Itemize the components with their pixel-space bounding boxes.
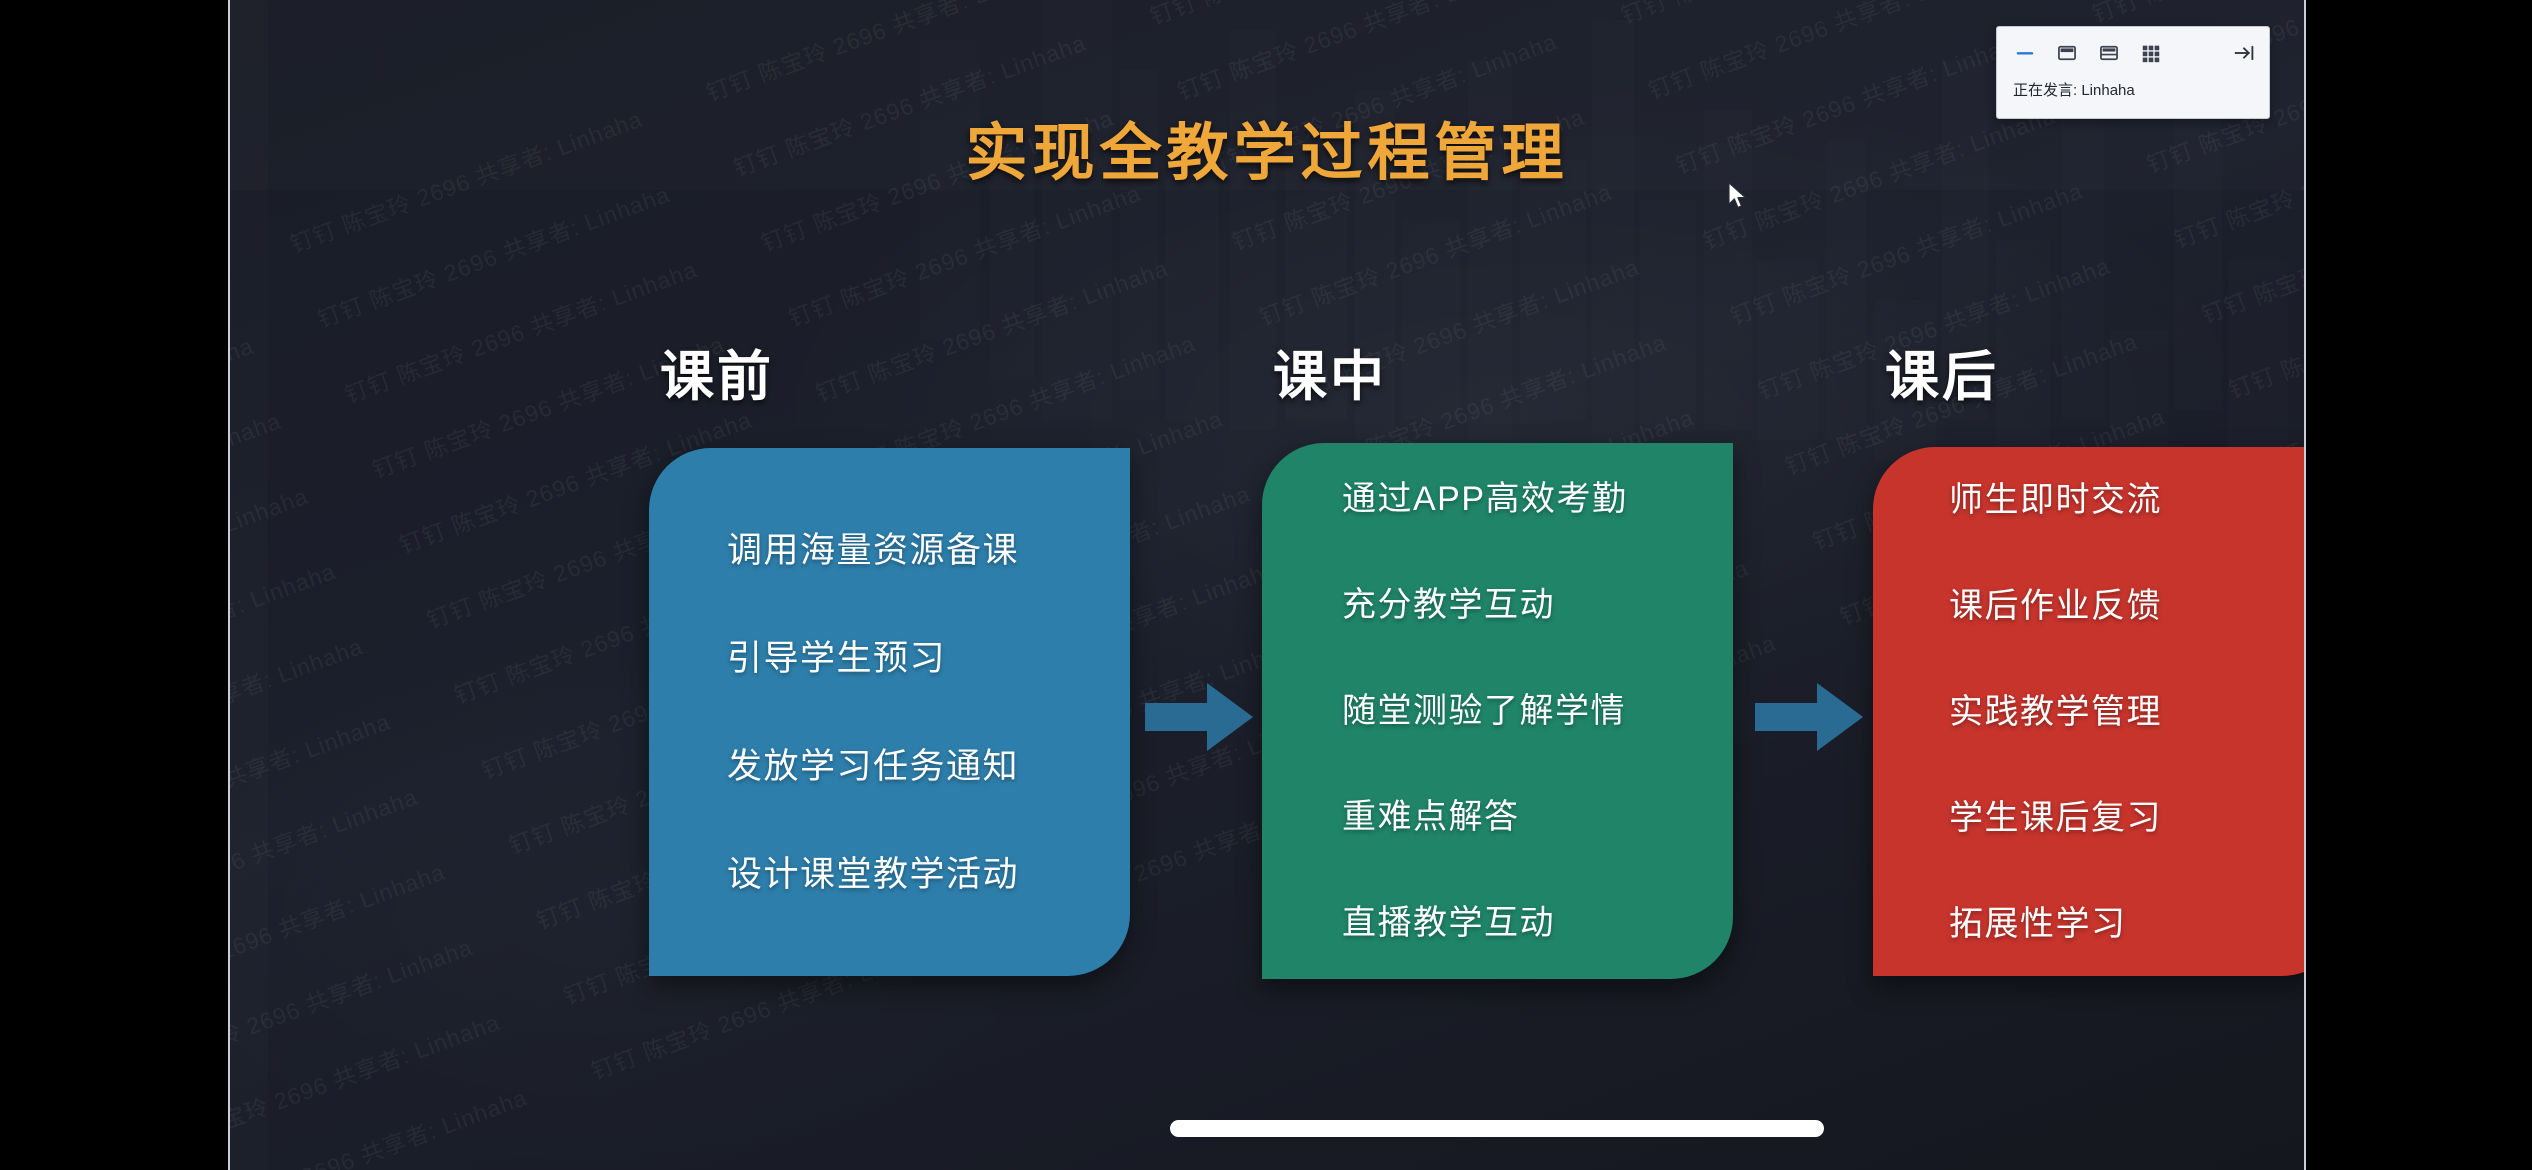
split-view-icon[interactable] [2097,41,2121,65]
shared-slide-stage: 钉钉 陈宝玲 2696 共享者: Linhaha钉钉 陈宝玲 2696 共享者:… [228,0,2306,1170]
stage-item: 引导学生预习 [727,638,947,678]
stage-item: 调用海量资源备课 [727,530,1020,570]
stage-item: 设计课堂教学活动 [727,854,1020,894]
stage-item: 拓展性学习 [1949,904,2127,943]
stage-item: 通过APP高效考勤 [1342,480,1628,518]
stage-item: 师生即时交流 [1949,480,2162,519]
stage-card-in-class: 通过APP高效考勤 充分教学互动 随堂测验了解学情 重难点解答 直播教学互动 [1262,443,1733,979]
stage-item: 随堂测验了解学情 [1342,692,1626,730]
flow-arrow-icon [1755,683,1863,751]
stage-item: 重难点解答 [1342,798,1520,836]
slide-horizontal-scrollbar[interactable] [1170,1120,1824,1137]
stage-card-pre-class: 调用海量资源备课 引导学生预习 发放学习任务通知 设计课堂教学活动 [649,448,1130,976]
single-view-icon[interactable] [2055,41,2079,65]
stage-item: 实践教学管理 [1949,692,2162,731]
flow-arrow-icon [1145,683,1253,751]
minimize-icon[interactable] [2013,41,2037,65]
stage-item: 学生课后复习 [1949,798,2162,837]
stage-heading-in-class: 课中 [1273,347,1387,407]
slide-content: 实现全教学过程管理 课前 课中 课后 调用海量资源备课 引导学生预习 发放学习任… [230,0,2304,1170]
stage-item: 充分教学互动 [1342,586,1555,624]
page-title: 实现全教学过程管理 [965,119,1569,188]
meeting-floating-panel[interactable]: 正在发言: Linhaha [1996,26,2270,119]
stage-card-after-class: 师生即时交流 课后作业反馈 实践教学管理 学生课后复习 拓展性学习 [1873,447,2304,976]
meeting-panel-toolbar [1997,27,2269,79]
stage-heading-pre-class: 课前 [660,347,774,407]
stage-item: 发放学习任务通知 [727,746,1020,786]
stage-heading-after-class: 课后 [1885,347,1999,407]
speaking-status-text: 正在发言: Linhaha [2013,82,2135,99]
stage-item: 直播教学互动 [1342,904,1555,942]
collapse-right-icon[interactable] [2233,41,2257,65]
grid-view-icon[interactable] [2139,41,2163,65]
stage-item: 课后作业反馈 [1949,586,2162,625]
